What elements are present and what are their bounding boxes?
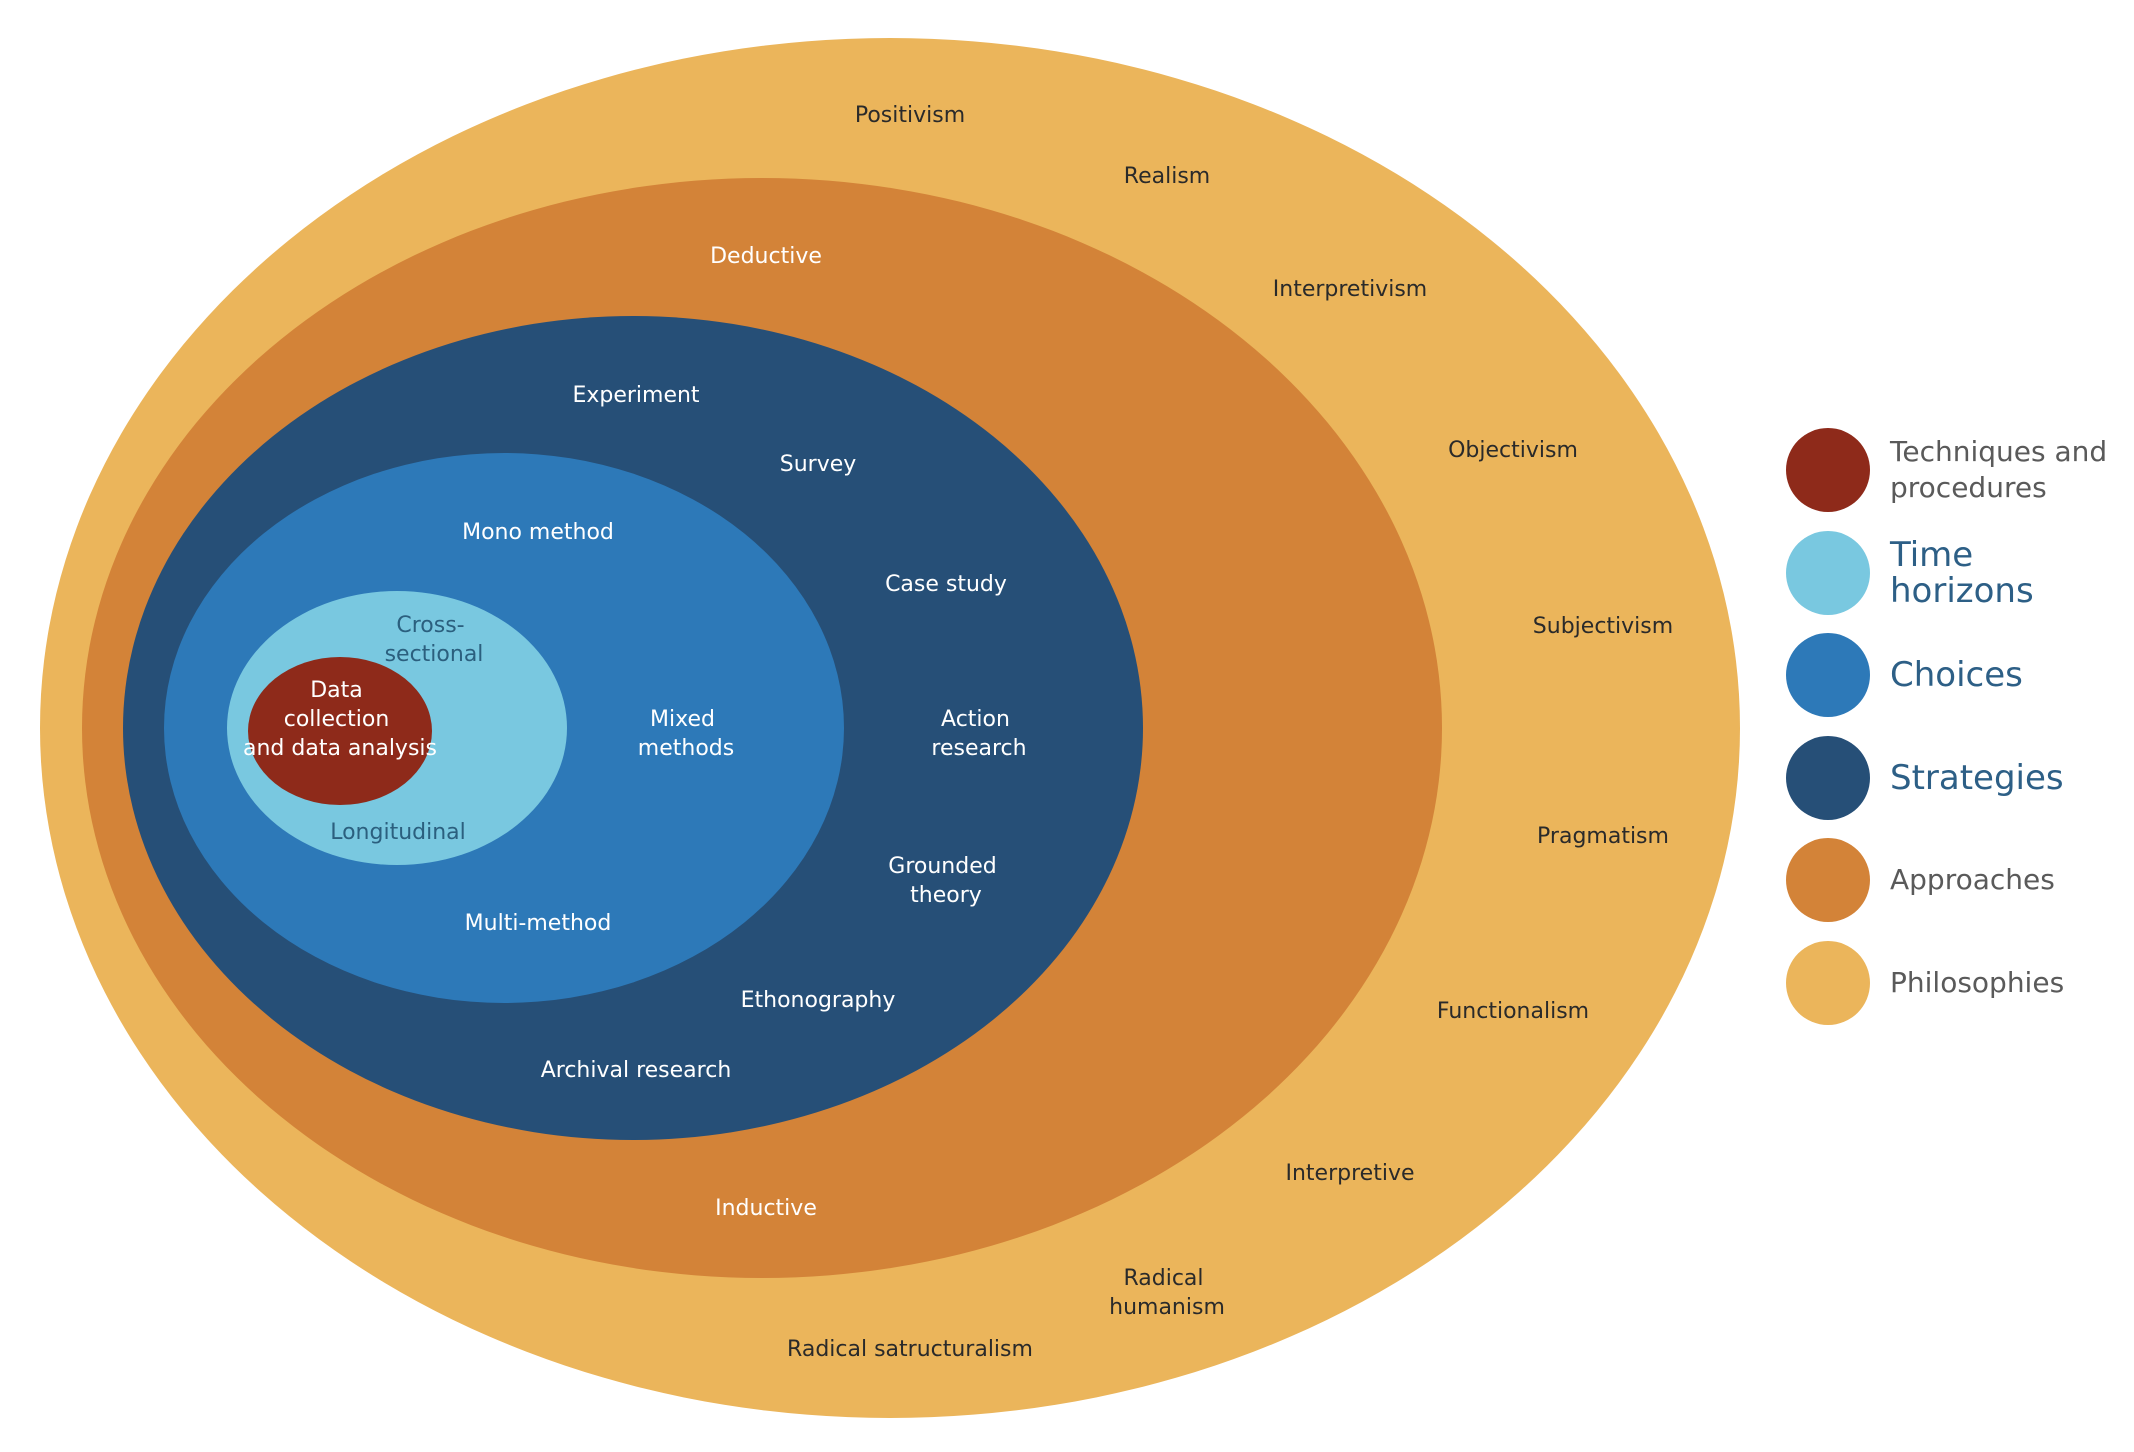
label-interpretive: Interpretive xyxy=(1286,1161,1415,1186)
legend-item-choices: Choices xyxy=(1786,633,2126,717)
layer-techniques xyxy=(248,657,432,805)
label-cross-sectional: Cross- sectional xyxy=(385,613,484,667)
label-data-collection: Data collection and data analysis xyxy=(243,678,437,761)
legend-item-strategies: Strategies xyxy=(1786,736,2126,820)
label-experiment: Experiment xyxy=(572,383,699,408)
label-longitudinal: Longitudinal xyxy=(330,820,466,845)
label-ethnography: Ethonography xyxy=(741,988,896,1013)
label-deductive: Deductive xyxy=(710,244,822,269)
label-multi-method: Multi-method xyxy=(465,911,612,936)
legend-swatch-strategies xyxy=(1786,736,1870,820)
legend-swatch-philosophies xyxy=(1786,941,1870,1025)
legend-swatch-approaches xyxy=(1786,838,1870,922)
label-mono-method: Mono method xyxy=(462,520,614,545)
label-grounded-theory: Grounded theory xyxy=(888,854,1003,908)
legend-label-time-horizons: Time horizons xyxy=(1890,535,2034,611)
onion-diagram: Positivism Realism Interpretivism Object… xyxy=(40,38,1740,1418)
label-realism: Realism xyxy=(1124,164,1210,189)
label-survey: Survey xyxy=(780,452,857,477)
label-interpretivism: Interpretivism xyxy=(1273,277,1427,302)
legend-label-approaches: Approaches xyxy=(1890,863,2055,896)
label-pragmatism: Pragmatism xyxy=(1537,824,1669,849)
label-functionalism: Functionalism xyxy=(1437,999,1589,1024)
label-radical-structuralism: Radical satructuralism xyxy=(787,1337,1033,1362)
legend-item-philosophies: Philosophies xyxy=(1786,941,2126,1025)
label-mixed-methods: Mixed methods xyxy=(638,707,734,761)
label-objectivism: Objectivism xyxy=(1448,438,1578,463)
legend-item-approaches: Approaches xyxy=(1786,838,2126,922)
label-subjectivism: Subjectivism xyxy=(1533,614,1673,639)
legend-swatch-time-horizons xyxy=(1786,531,1870,615)
legend-label-strategies: Strategies xyxy=(1890,758,2064,798)
label-archival-research: Archival research xyxy=(541,1058,732,1083)
label-positivism: Positivism xyxy=(855,103,965,128)
legend-swatch-choices xyxy=(1786,633,1870,717)
label-action-research: Action research xyxy=(931,707,1026,761)
legend-label-philosophies: Philosophies xyxy=(1890,966,2065,999)
legend-swatch-techniques xyxy=(1786,428,1870,512)
label-radical-humanism: Radical humanism xyxy=(1109,1266,1225,1320)
label-case-study: Case study xyxy=(885,572,1007,597)
legend-item-time-horizons: Time horizons xyxy=(1786,531,2126,615)
legend-label-choices: Choices xyxy=(1890,655,2023,695)
label-inductive: Inductive xyxy=(715,1196,817,1221)
